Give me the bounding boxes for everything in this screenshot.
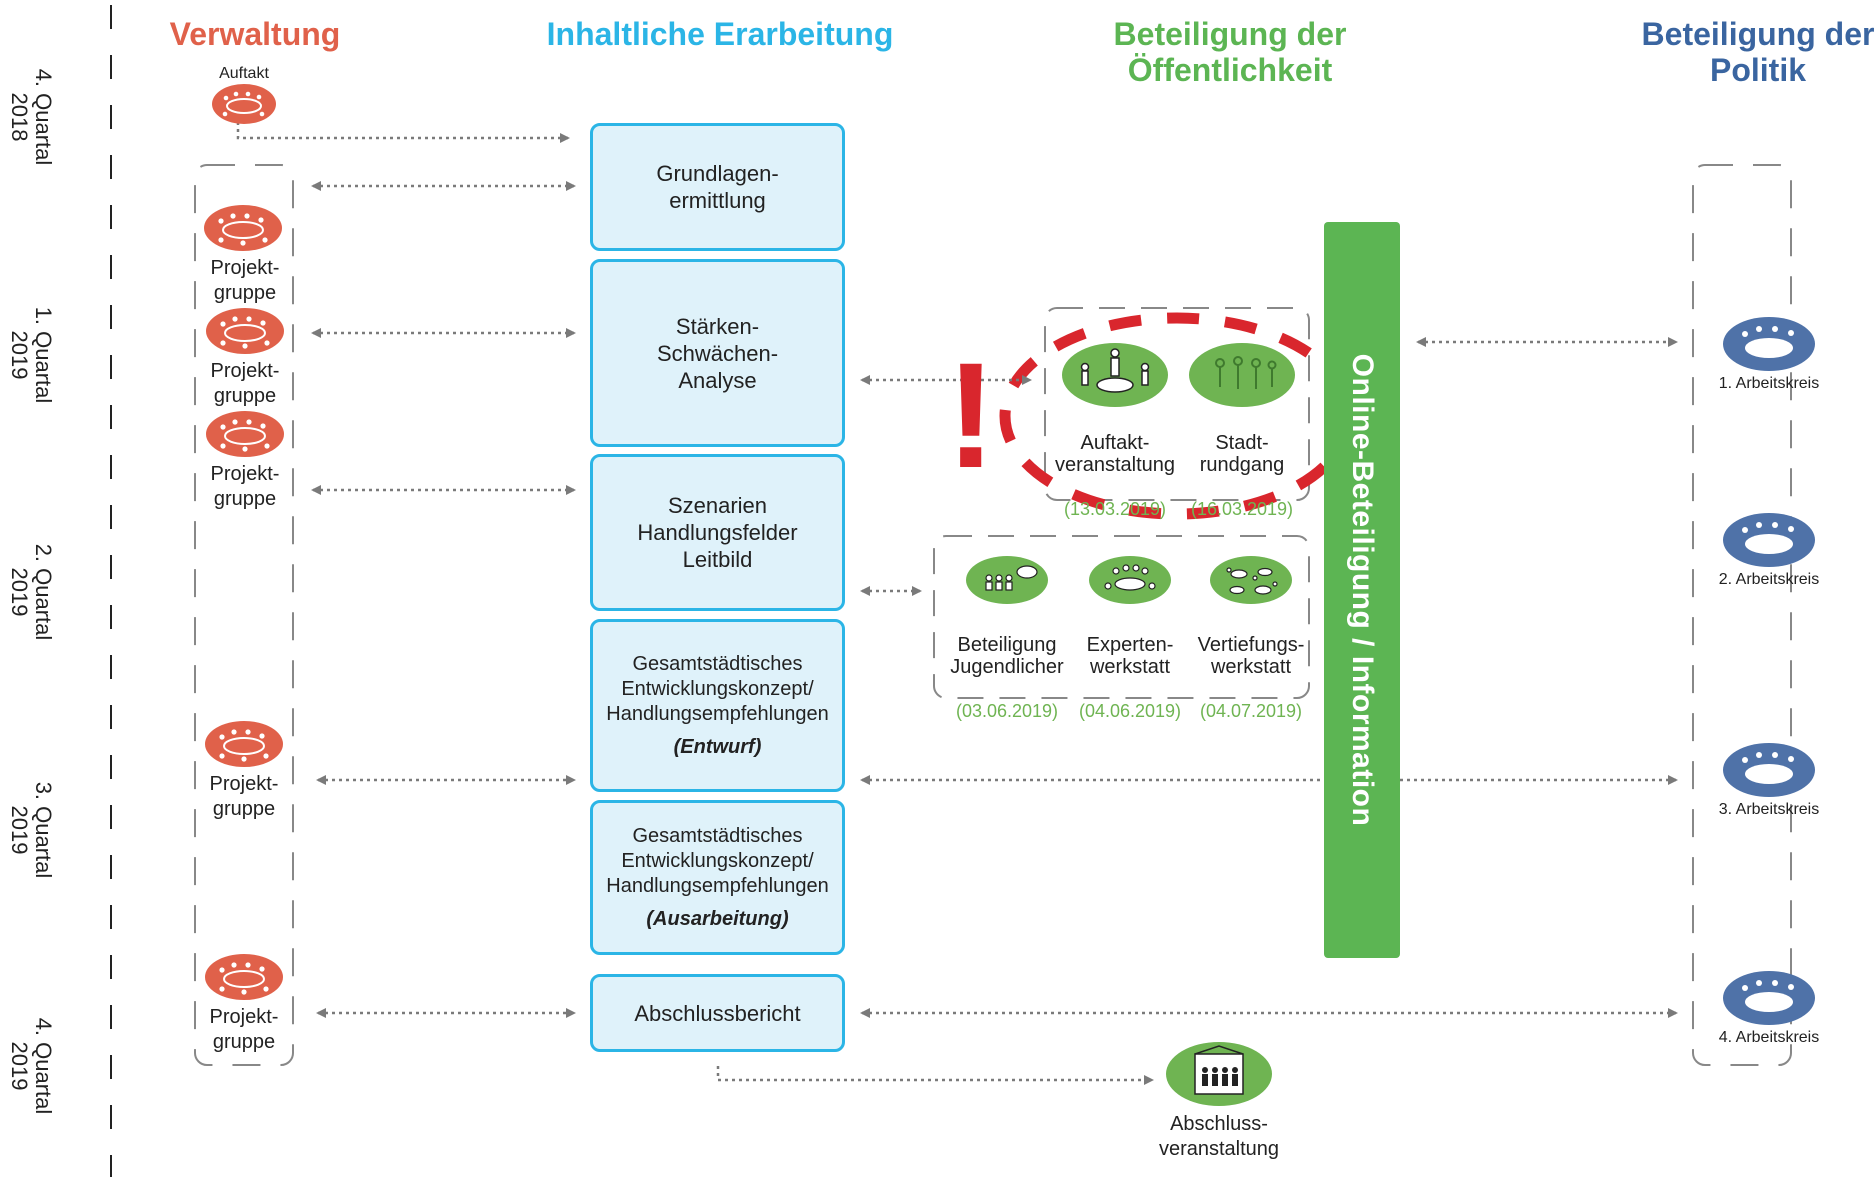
phase-ausarbeitung: Gesamtstädtisches Entwicklungskonzept/ H… bbox=[590, 800, 845, 955]
phase-szenarien-leitbild: Szenarien Handlungsfelder Leitbild bbox=[590, 454, 845, 611]
event-label: Auftakt- veranstaltung bbox=[1054, 432, 1176, 476]
arbeitskreis-icon-1 bbox=[1723, 317, 1815, 371]
phase-text: Grundlagen- ermittlung bbox=[656, 161, 779, 213]
event-beteiligung-jugendlicher: Beteiligung Jugendlicher (03.06.2019) bbox=[937, 612, 1077, 744]
projektgruppe-icon-4 bbox=[205, 721, 283, 767]
quarter-label-q2-2019: 2. Quartal 2019 bbox=[7, 543, 56, 641]
phase-grundlagenermittlung: Grundlagen- ermittlung bbox=[590, 123, 845, 251]
phase-abschlussbericht: Abschlussbericht bbox=[590, 974, 845, 1052]
abschluss-hall-icon bbox=[1166, 1042, 1272, 1106]
quarter-label-q4-2018: 4. Quartal 2018 bbox=[7, 68, 56, 166]
projektgruppe-label-4: Projekt- gruppe bbox=[209, 773, 279, 820]
verwaltung-icons bbox=[204, 84, 284, 1000]
auftakt-label: Auftakt bbox=[219, 65, 269, 82]
phase-text: Szenarien Handlungsfelder Leitbild bbox=[637, 493, 798, 572]
event-label: Stadt- rundgang bbox=[1199, 432, 1285, 476]
public-group2-frame bbox=[933, 535, 1310, 699]
workshop-groups-icon bbox=[1210, 556, 1292, 604]
arbeitskreis-label-1: 1. Arbeitskreis bbox=[1718, 375, 1820, 392]
event-date: (04.07.2019) bbox=[1199, 701, 1303, 721]
quarter-label-q4-2019: 4. Quartal 2019 bbox=[7, 1017, 56, 1115]
phase-text: Abschlussbericht bbox=[634, 1000, 801, 1026]
event-auftaktveranstaltung: Auftakt- veranstaltung (13.03.2019) bbox=[1045, 410, 1185, 542]
phase-staerken-schwaechen-analyse: Stärken- Schwächen- Analyse bbox=[590, 259, 845, 447]
projektgruppe-label-1: Projekt- gruppe bbox=[210, 257, 280, 304]
city-walk-icon bbox=[1189, 343, 1295, 407]
header-beteiligung-politik: Beteiligung der Politik bbox=[1641, 16, 1875, 88]
projektgruppe-icon-1 bbox=[204, 205, 282, 251]
politik-frame bbox=[1692, 164, 1792, 1066]
arbeitskreis-icon-4 bbox=[1723, 971, 1815, 1025]
event-date: (16.03.2019) bbox=[1190, 499, 1294, 519]
public-icons bbox=[966, 343, 1295, 1106]
phase-text: Gesamtstädtisches Entwicklungskonzept/ H… bbox=[606, 824, 829, 897]
event-stadtrundgang: Stadt- rundgang (16.03.2019) bbox=[1172, 410, 1312, 542]
projektgruppe-label-2: Projekt- gruppe bbox=[210, 360, 280, 407]
event-vertiefungswerkstatt: Vertiefungs- werkstatt (04.07.2019) bbox=[1181, 612, 1321, 744]
event-expertenwerkstatt: Experten- werkstatt (04.06.2019) bbox=[1060, 612, 1200, 744]
projektgruppe-icon-2 bbox=[206, 308, 284, 354]
quarter-label-q1-2019: 1. Quartal 2019 bbox=[7, 306, 56, 404]
expert-table-icon bbox=[1089, 556, 1171, 604]
phase-status: (Entwurf) bbox=[673, 735, 762, 758]
event-abschlussveranstaltung: Abschluss- veranstaltung bbox=[1158, 1113, 1280, 1160]
projektgruppe-label-3: Projekt- gruppe bbox=[210, 463, 280, 510]
event-date: (04.06.2019) bbox=[1078, 701, 1182, 721]
projektgruppe-icon-5 bbox=[205, 954, 283, 1000]
projektgruppe-icon-3 bbox=[206, 411, 284, 457]
arbeitskreis-label-2: 2. Arbeitskreis bbox=[1718, 571, 1820, 588]
verwaltung-frame bbox=[194, 164, 294, 1066]
auftakt-meeting-icon bbox=[212, 84, 276, 124]
header-inhaltliche-erarbeitung: Inhaltliche Erarbeitung bbox=[546, 16, 894, 52]
phase-text: Stärken- Schwächen- Analyse bbox=[656, 313, 779, 393]
auftakt-connector bbox=[236, 122, 570, 143]
arbeitskreis-icon-3 bbox=[1723, 743, 1815, 797]
public-group1-frame bbox=[1044, 307, 1310, 501]
projektgruppe-label-5: Projekt- gruppe bbox=[209, 1006, 279, 1053]
meeting-table-icon bbox=[1062, 343, 1168, 407]
phase-text: Gesamtstädtisches Entwicklungskonzept/ H… bbox=[606, 652, 829, 725]
arbeitskreis-icon-2 bbox=[1723, 513, 1815, 567]
event-date: (13.03.2019) bbox=[1063, 499, 1167, 519]
online-beteiligung-bar: Online-Beteiligung / Information bbox=[1324, 222, 1400, 958]
quarter-label-q3-2019: 3. Quartal 2019 bbox=[7, 781, 56, 879]
event-label: Experten- werkstatt bbox=[1086, 634, 1174, 678]
event-label: Vertiefungs- werkstatt bbox=[1197, 634, 1305, 678]
abschluss-event-connector bbox=[716, 1066, 1154, 1085]
event-label: Beteiligung Jugendlicher bbox=[950, 634, 1064, 678]
arbeitskreis-label-4: 4. Arbeitskreis bbox=[1718, 1029, 1820, 1046]
header-beteiligung-oeffentlichkeit: Beteiligung der Öffentlichkeit bbox=[1113, 16, 1347, 88]
header-verwaltung: Verwaltung bbox=[169, 16, 341, 52]
arbeitskreis-label-3: 3. Arbeitskreis bbox=[1718, 801, 1820, 818]
phase-status: (Ausarbeitung) bbox=[646, 907, 789, 930]
event-date: (03.06.2019) bbox=[955, 701, 1059, 721]
politik-icons bbox=[1723, 317, 1815, 1025]
youth-discussion-icon bbox=[966, 556, 1048, 604]
highlight-exclamation: ! bbox=[946, 331, 996, 499]
online-beteiligung-label: Online-Beteiligung / Information bbox=[1346, 353, 1379, 827]
phase-entwurf: Gesamtstädtisches Entwicklungskonzept/ H… bbox=[590, 619, 845, 792]
